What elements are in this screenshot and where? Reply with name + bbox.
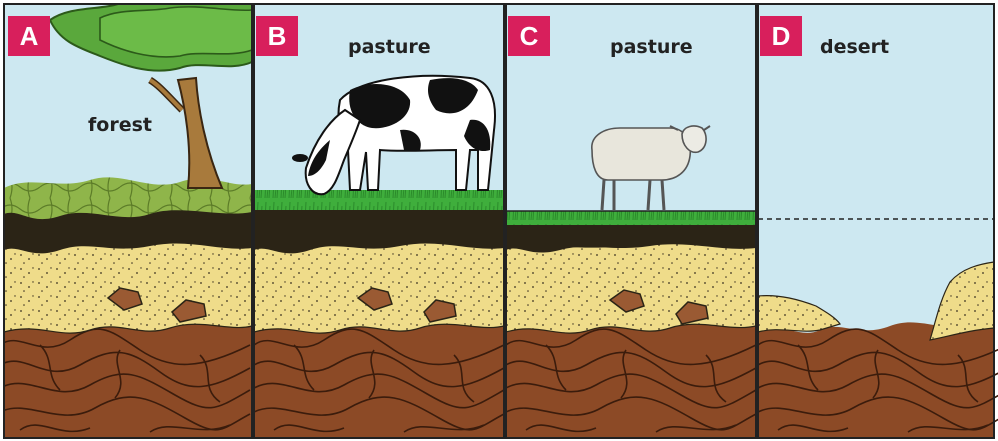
grass: [506, 211, 756, 225]
panel-b: [254, 4, 504, 438]
panel-a: [0, 4, 252, 438]
subsoil: [506, 238, 756, 333]
panel-d-badge: D: [760, 16, 802, 56]
panel-c-caption: pasture: [610, 36, 693, 58]
panel-c: [506, 4, 756, 438]
panel-a-badge: A: [8, 16, 50, 56]
bedrock: [758, 322, 994, 438]
bedrock: [4, 318, 252, 438]
panel-d-caption: desert: [820, 36, 889, 58]
bedrock: [254, 318, 504, 438]
panel-b-caption: pasture: [348, 36, 431, 58]
panel-d: [758, 4, 998, 438]
grass: [254, 190, 504, 210]
bedrock: [506, 318, 756, 438]
panel-b-badge: B: [256, 16, 298, 56]
panel-c-badge: C: [508, 16, 550, 56]
panel-a-caption: forest: [88, 114, 152, 136]
